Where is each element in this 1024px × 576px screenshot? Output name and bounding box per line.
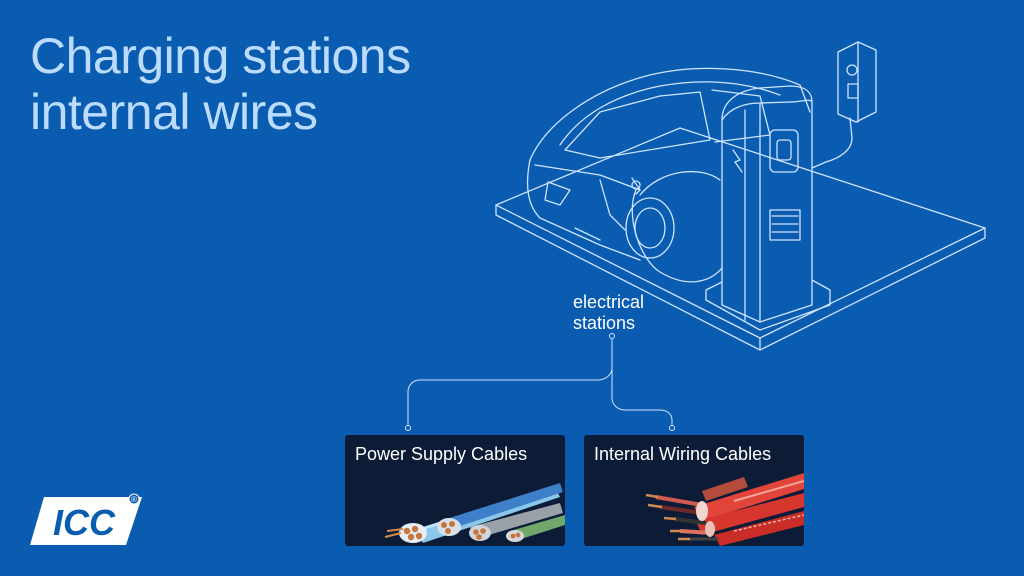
- logo-text: ICC: [53, 502, 116, 543]
- title-line-2: internal wires: [30, 84, 318, 140]
- power-supply-cables-card[interactable]: Power Supply Cables: [345, 435, 565, 546]
- title-line-1: Charging stations: [30, 28, 411, 84]
- power-supply-cables-image: [384, 483, 565, 543]
- connector-lines: [405, 333, 675, 431]
- card-title: Power Supply Cables: [355, 444, 528, 464]
- icc-logo: ICC ®: [30, 493, 142, 545]
- internal-wiring-cables-card[interactable]: Internal Wiring Cables: [584, 435, 804, 546]
- card-title: Internal Wiring Cables: [594, 444, 772, 464]
- wall-box: [811, 41, 877, 169]
- station-label-line-2: stations: [573, 313, 636, 333]
- charging-cable: [631, 189, 723, 283]
- platform: [495, 127, 986, 351]
- page-title: Charging stations internal wires: [30, 28, 411, 140]
- internal-wiring-cables-image: [645, 473, 804, 546]
- charging-pillar: [705, 85, 831, 331]
- registered-mark: ®: [131, 495, 137, 504]
- electrical-stations-label: electrical stations: [573, 292, 644, 334]
- station-label-line-1: electrical: [573, 292, 645, 312]
- car-outline: [526, 67, 811, 261]
